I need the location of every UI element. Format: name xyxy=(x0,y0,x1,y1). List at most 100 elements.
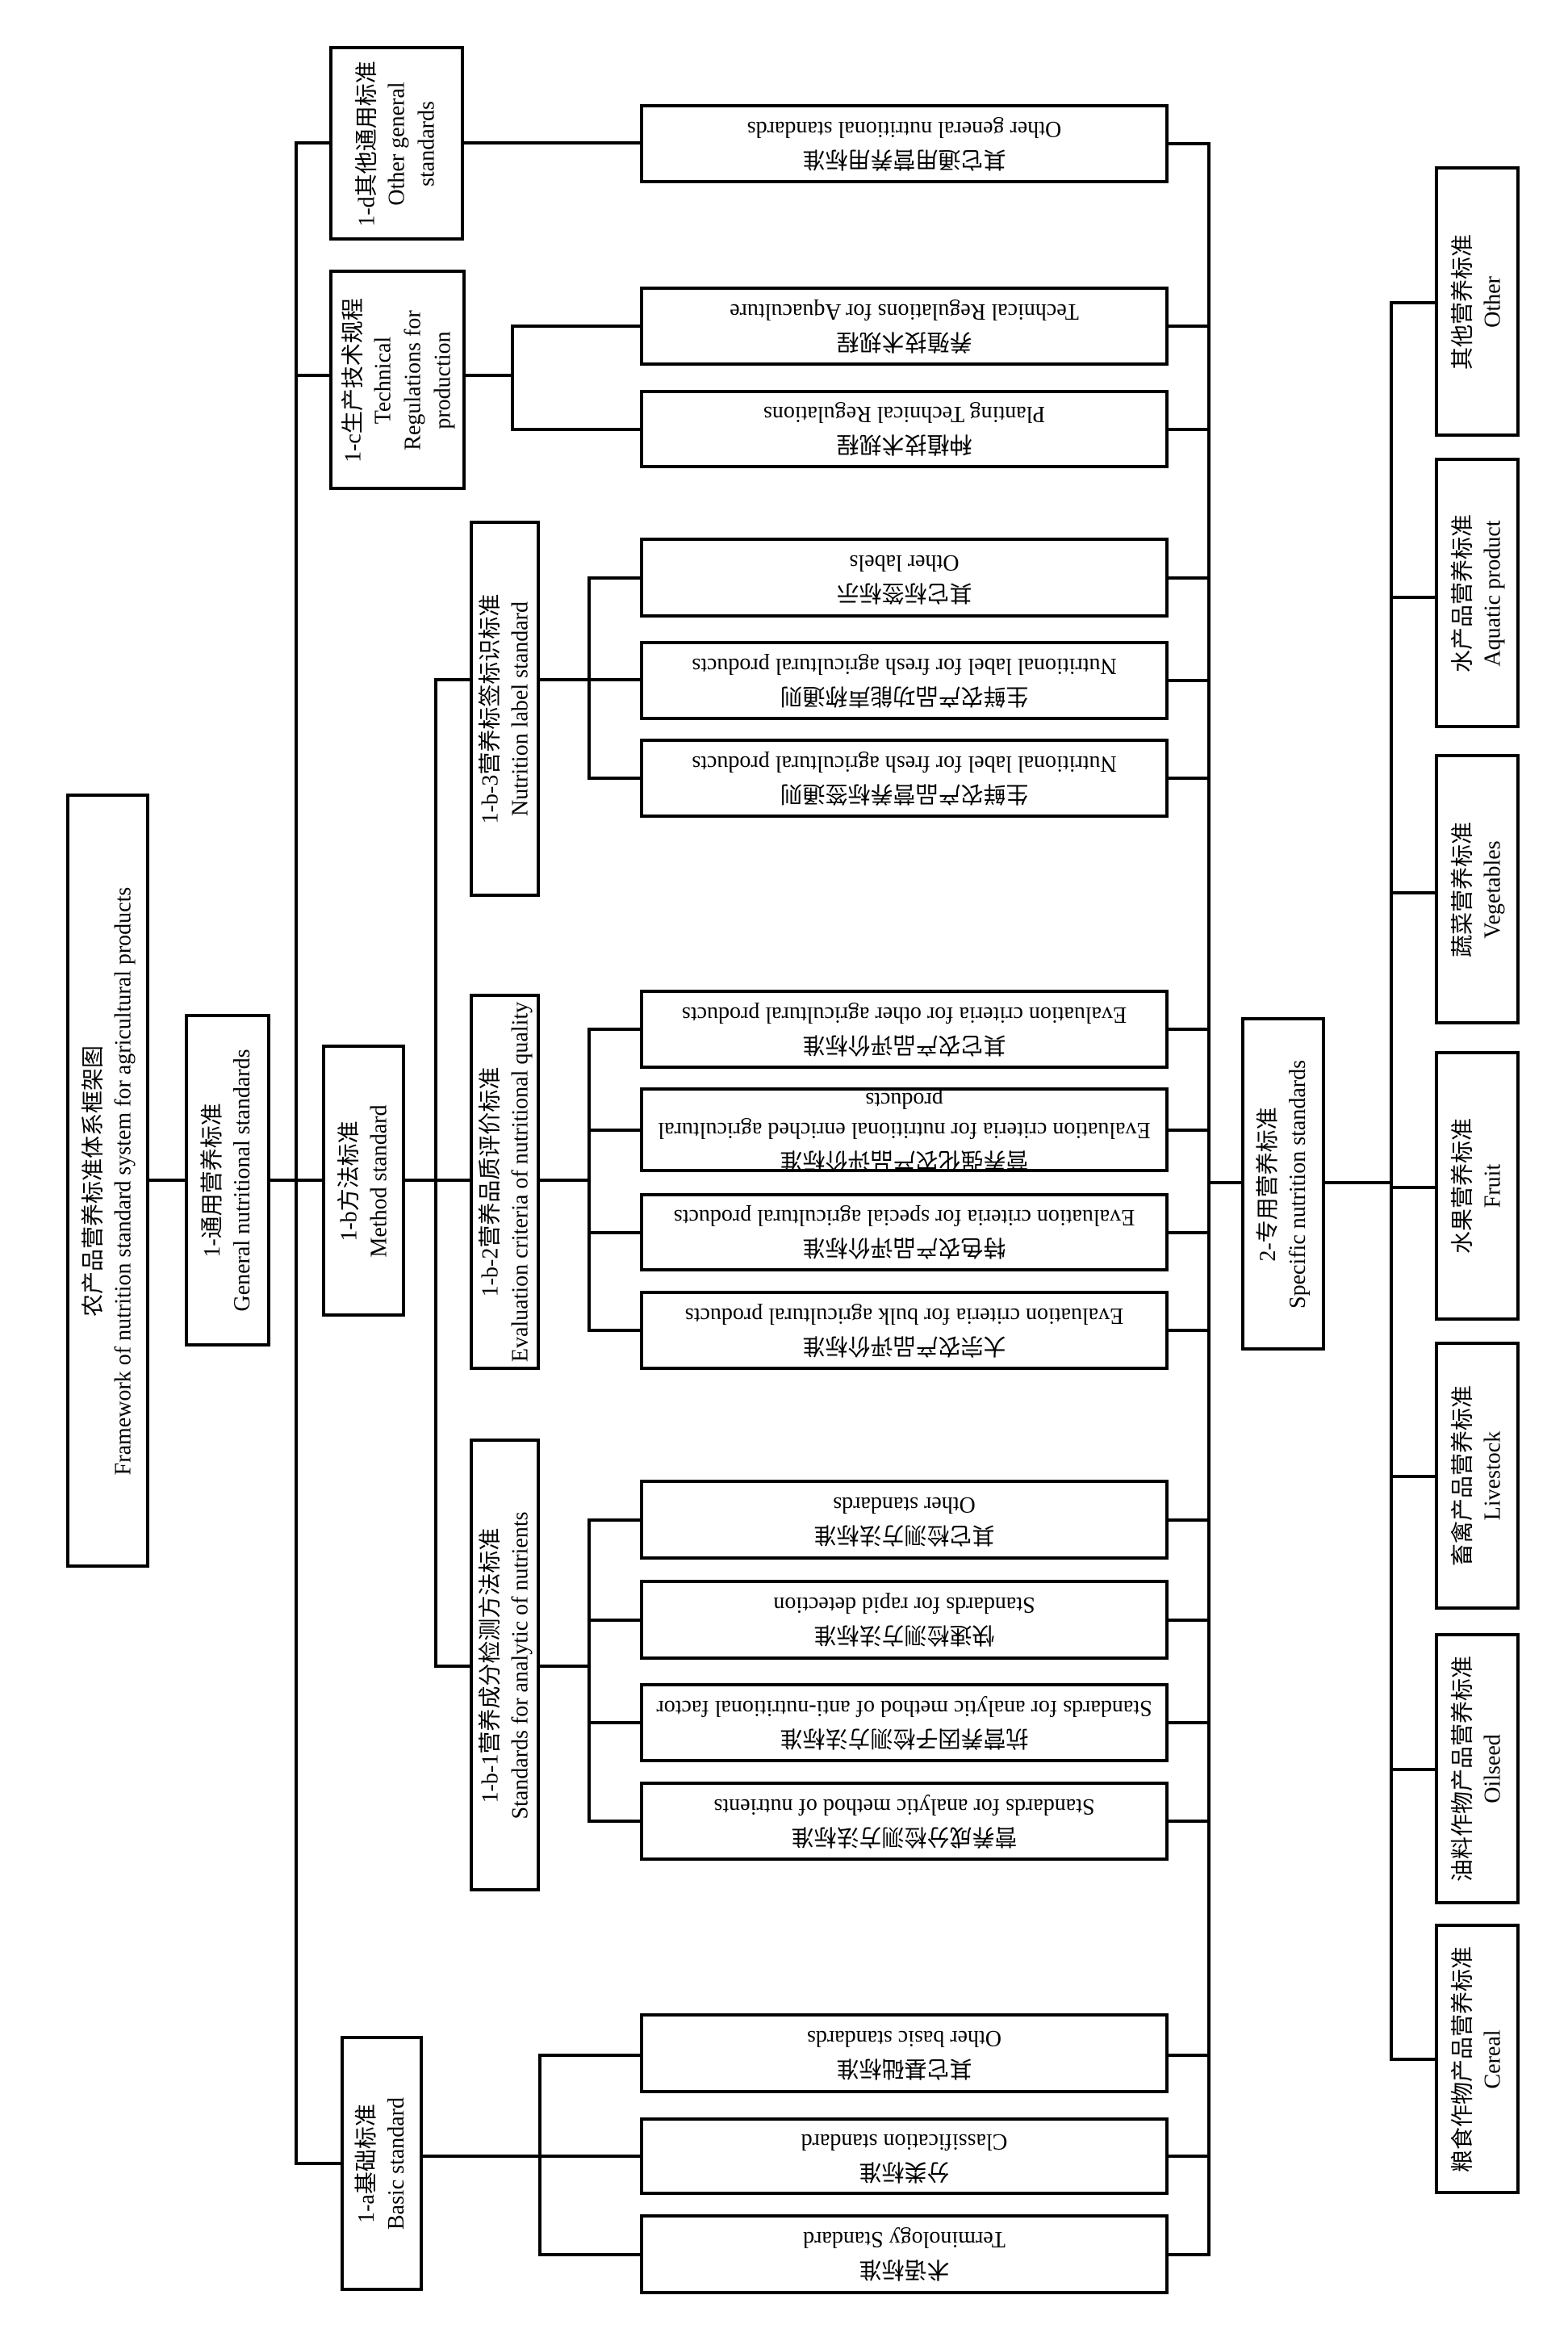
quality-evaluation-en: Evaluation criteria of nutritional quali… xyxy=(507,1001,533,1363)
leaf-en: Evaluation criteria for special agricult… xyxy=(673,1204,1135,1230)
leaf-zh: 其它标签标示 xyxy=(836,580,972,605)
category-box: 其他营养标准 Other xyxy=(1435,166,1520,437)
standard-leaf-box: 其它检测方法标准 Other standards xyxy=(640,1480,1169,1560)
category-zh: 水果营养标准 xyxy=(1449,1118,1475,1254)
standard-leaf-box: 其它通用营养用标准 Other general nutritional stan… xyxy=(640,104,1169,183)
method-standard-box: 1-b方法标准 Method standard xyxy=(322,1045,405,1317)
leaf-zh: 生鲜农产品营养标签通则 xyxy=(780,781,1029,806)
leaf-zh: 特色农产品评价标准 xyxy=(802,1234,1006,1260)
standard-leaf-box: 其它标签标示 Other labels xyxy=(640,538,1169,618)
leaf-zh: 其它基础标准 xyxy=(836,2055,972,2081)
general-standards-box: 1-通用营养标准 General nutritional standards xyxy=(185,1014,270,1346)
leaf-en: Evaluation criteria for nutritional enri… xyxy=(658,1087,1151,1142)
category-en: Livestock xyxy=(1479,1430,1505,1521)
leaf-zh: 快速检测方法标准 xyxy=(813,1622,995,1648)
category-en: Cereal xyxy=(1479,2029,1505,2089)
leaf-en: Nutritional label for fresh agricultural… xyxy=(692,653,1117,678)
leaf-zh: 抗营养因子检测方法标准 xyxy=(780,1725,1029,1750)
production-regulations-en: Technical Regulations for production xyxy=(370,309,455,450)
leaf-en: Other general nutritional standards xyxy=(746,116,1062,141)
leaf-en: Other standards xyxy=(833,1492,976,1518)
standard-leaf-box: 其它农产品评价标准 Evaluation criteria for other … xyxy=(640,990,1169,1069)
leaf-en: Technical Regulations for Aquaculture xyxy=(730,299,1079,324)
standard-leaf-box: 营养强化农产品评价标准 Evaluation criteria for nutr… xyxy=(640,1087,1169,1172)
method-standard-en: Method standard xyxy=(366,1104,391,1257)
production-regulations-zh: 1-c生产技术规程 xyxy=(340,297,366,463)
leaf-zh: 分类标准 xyxy=(859,2159,950,2184)
root-box: 农产品营养标准体系框架图 Framework of nutrition stan… xyxy=(66,794,149,1568)
leaf-en: Standards for analytic method of nutrien… xyxy=(713,1794,1095,1819)
category-box: 粮食作物产品营养标准 Cereal xyxy=(1435,1924,1520,2194)
category-zh: 粮食作物产品营养标准 xyxy=(1449,1945,1475,2172)
category-zh: 畜禽产品营养标准 xyxy=(1449,1385,1475,1567)
category-en: Vegetables xyxy=(1479,840,1505,939)
category-zh: 其他营养标准 xyxy=(1449,233,1475,370)
category-en: Other xyxy=(1479,275,1505,328)
leaf-zh: 种植技术规程 xyxy=(836,431,972,457)
leaf-zh: 营养成分检测方法标准 xyxy=(791,1824,1018,1849)
basic-standard-zh: 1-a基础标准 xyxy=(354,2104,379,2223)
production-regulations-box: 1-c生产技术规程 Technical Regulations for prod… xyxy=(329,270,466,490)
category-en: Oilseed xyxy=(1479,1734,1505,1803)
category-zh: 水产品营养标准 xyxy=(1449,513,1475,672)
root-title-en: Framework of nutrition standard system f… xyxy=(110,886,136,1475)
other-general-standards-box: 1-d其他通用标准 Other general standards xyxy=(329,46,464,241)
leaf-zh: 养殖技术规程 xyxy=(836,329,972,354)
leaf-en: Standards for analytic method of anti-nu… xyxy=(656,1695,1152,1720)
leaf-en: Nutritional label for fresh agricultural… xyxy=(692,751,1117,776)
category-en: Fruit xyxy=(1479,1163,1505,1208)
nutrient-analysis-en: Standards for analytic of nutrients xyxy=(507,1511,533,1820)
nutrition-label-box: 1-b-3营养标签标识标准 Nutrition label standard xyxy=(470,521,540,897)
quality-evaluation-zh: 1-b-2营养品质评价标准 xyxy=(477,1066,503,1297)
standard-leaf-box: 生鲜农产品功能声称通则 Nutritional label for fresh … xyxy=(640,641,1169,720)
standard-leaf-box: 分类标准 Classification standard xyxy=(640,2117,1169,2195)
method-standard-zh: 1-b方法标准 xyxy=(336,1120,362,1242)
nutrition-label-en: Nutrition label standard xyxy=(507,601,533,816)
category-box: 水果营养标准 Fruit xyxy=(1435,1051,1520,1321)
basic-standard-box: 1-a基础标准 Basic standard xyxy=(341,2036,423,2291)
specific-standards-zh: 2-专用营养标准 xyxy=(1256,1106,1281,1262)
standard-leaf-box: 其它基础标准 Other basic standards xyxy=(640,2013,1169,2093)
standard-leaf-box: 快速检测方法标准 Standards for rapid detection xyxy=(640,1580,1169,1660)
category-en: Aquatic product xyxy=(1479,519,1505,667)
category-zh: 油料作物产品营养标准 xyxy=(1449,1656,1475,1883)
root-title-zh: 农产品营养标准体系框架图 xyxy=(80,1045,106,1317)
standard-leaf-box: 抗营养因子检测方法标准 Standards for analytic metho… xyxy=(640,1683,1169,1762)
general-standards-zh: 1-通用营养标准 xyxy=(200,1103,225,1258)
nutrient-analysis-zh: 1-b-1营养成分检测方法标准 xyxy=(477,1527,503,1803)
standard-leaf-box: 大宗农产品评价标准 Evaluation criteria for bulk a… xyxy=(640,1291,1169,1370)
leaf-zh: 其它检测方法标准 xyxy=(813,1522,995,1548)
standard-leaf-box: 养殖技术规程 Technical Regulations for Aquacul… xyxy=(640,287,1169,366)
category-zh: 蔬菜营养标准 xyxy=(1449,821,1475,957)
standard-leaf-box: 术语标准 Terminology Standard xyxy=(640,2214,1169,2294)
nutrition-label-zh: 1-b-3营养标签标识标准 xyxy=(477,593,503,824)
category-box: 油料作物产品营养标准 Oilseed xyxy=(1435,1633,1520,1904)
category-box: 水产品营养标准 Aquatic product xyxy=(1435,458,1520,728)
leaf-en: Classification standard xyxy=(801,2129,1008,2154)
quality-evaluation-box: 1-b-2营养品质评价标准 Evaluation criteria of nut… xyxy=(470,994,540,1370)
basic-standard-en: Basic standard xyxy=(384,2096,409,2230)
standard-leaf-box: 生鲜农产品营养标签通则 Nutritional label for fresh … xyxy=(640,739,1169,818)
standard-leaf-box: 特色农产品评价标准 Evaluation criteria for specia… xyxy=(640,1193,1169,1271)
leaf-en: Evaluation criteria for other agricultur… xyxy=(681,1002,1127,1027)
other-general-standards-en: Other general standards xyxy=(384,81,439,206)
leaf-zh: 其它农产品评价标准 xyxy=(802,1032,1006,1057)
leaf-zh: 大宗农产品评价标准 xyxy=(802,1333,1006,1358)
category-box: 蔬菜营养标准 Vegetables xyxy=(1435,754,1520,1024)
leaf-en: Terminology Standard xyxy=(803,2226,1006,2252)
specific-standards-box: 2-专用营养标准 Specific nutrition standards xyxy=(1241,1017,1325,1351)
leaf-zh: 营养强化农产品评价标准 xyxy=(780,1147,1029,1172)
nutrient-analysis-box: 1-b-1营养成分检测方法标准 Standards for analytic o… xyxy=(470,1439,540,1891)
general-standards-en: General nutritional standards xyxy=(230,1049,255,1312)
leaf-zh: 术语标准 xyxy=(859,2256,950,2282)
leaf-en: Other labels xyxy=(849,550,960,576)
specific-standards-en: Specific nutrition standards xyxy=(1286,1059,1311,1309)
leaf-en: Planting Technical Regulations xyxy=(763,401,1046,427)
standard-leaf-box: 种植技术规程 Planting Technical Regulations xyxy=(640,390,1169,468)
leaf-zh: 其它通用营养用标准 xyxy=(802,146,1006,171)
standard-leaf-box: 营养成分检测方法标准 Standards for analytic method… xyxy=(640,1782,1169,1861)
leaf-en: Standards for rapid detection xyxy=(773,1592,1035,1618)
other-general-standards-zh: 1-d其他通用标准 xyxy=(354,60,379,227)
